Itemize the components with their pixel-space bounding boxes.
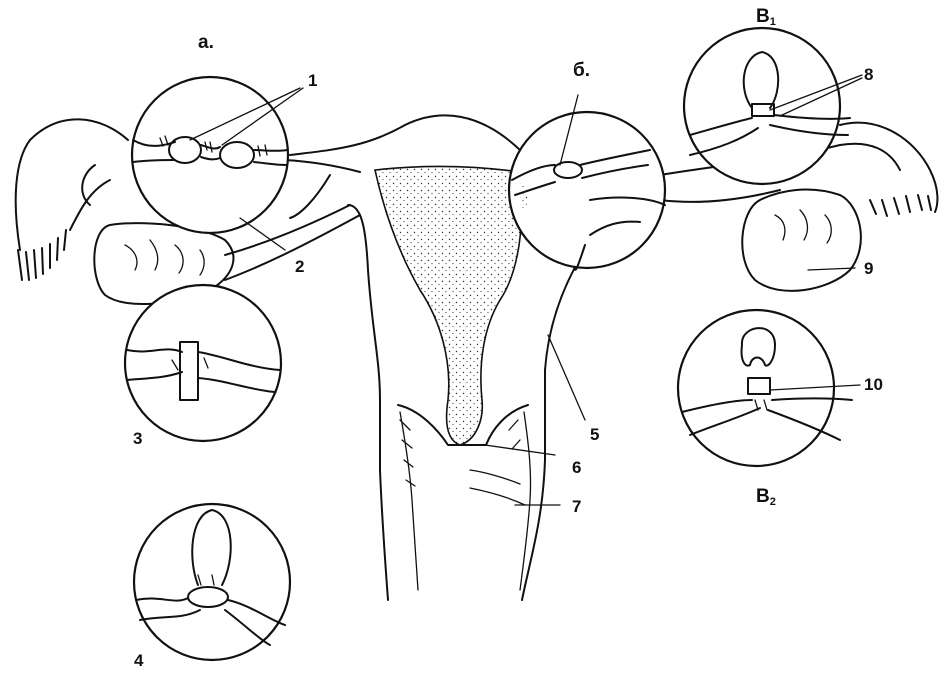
label-5: 5 (590, 425, 599, 444)
coagulation-zone (520, 178, 530, 210)
uterus-outline (284, 114, 586, 601)
label-v1: В1 (756, 6, 776, 28)
label-3: 3 (133, 429, 142, 448)
label-b: б. (573, 60, 590, 81)
leader-lines (189, 74, 863, 506)
label-a: а. (198, 32, 214, 53)
inset-v2-circle (676, 308, 853, 468)
inset-b-circle (507, 110, 667, 271)
label-10: 10 (864, 375, 883, 394)
left-adnexa (14, 118, 361, 305)
label-4: 4 (134, 651, 144, 670)
label-2: 2 (295, 257, 304, 276)
inset-4-circle (132, 502, 292, 662)
label-v2: В2 (756, 486, 776, 508)
cervix (397, 404, 532, 591)
label-7: 7 (572, 497, 581, 516)
inset-a-circle (130, 75, 290, 235)
label-1: 1 (308, 71, 317, 90)
inset-3-circle (123, 283, 283, 443)
label-6: 6 (572, 458, 581, 477)
label-8: 8 (864, 65, 873, 84)
label-9: 9 (864, 259, 873, 278)
labels: а. б. В1 В2 1 2 3 4 5 6 7 8 9 10 (133, 6, 883, 670)
uterine-cavity (374, 165, 523, 446)
inset-v1-circle (682, 26, 851, 186)
